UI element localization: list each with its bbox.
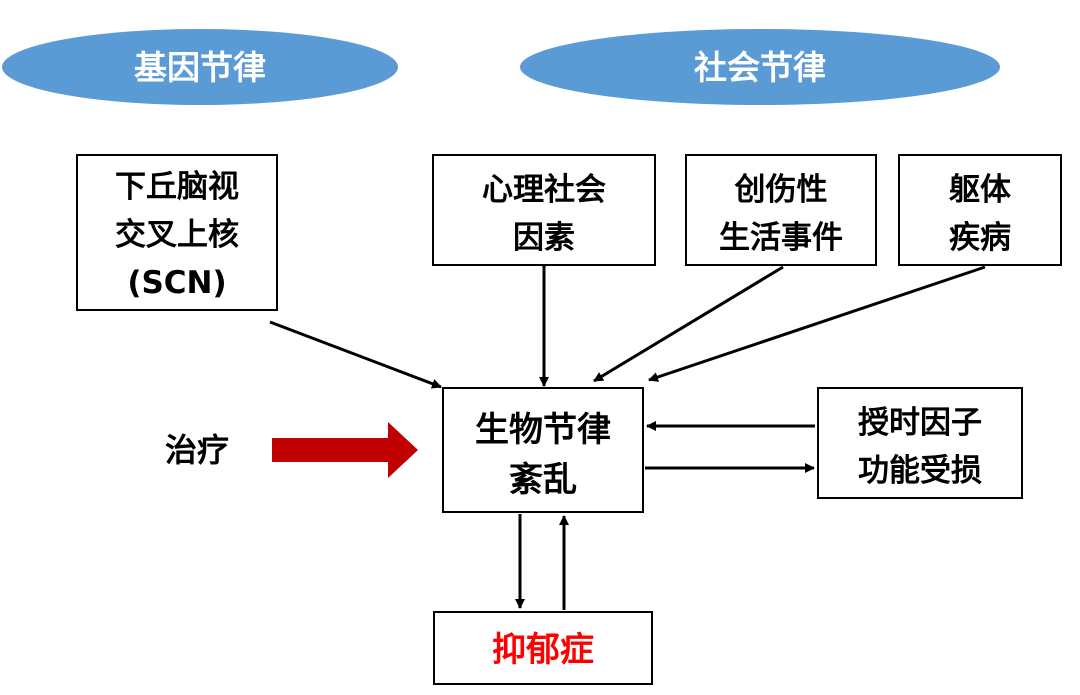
psychosocial-line-1: 心理社会	[482, 172, 606, 208]
scn-line-2: 交叉上核	[115, 217, 239, 253]
box-zeitgeber-impairment: 授时因子 功能受损	[817, 387, 1023, 499]
treatment-arrow	[272, 422, 418, 478]
box-scn: 下丘脑视 交叉上核 (SCN)	[76, 154, 278, 311]
scn-line-3: (SCN)	[127, 265, 226, 301]
somatic-line-1: 躯体	[949, 172, 1011, 208]
arrow-scn-to-center	[269, 320, 442, 389]
center-line-2: 紊乱	[509, 460, 577, 500]
psychosocial-line-2: 因素	[513, 220, 575, 256]
arrow-trauma-to-center	[593, 265, 784, 383]
box-traumatic-events: 创伤性 生活事件	[685, 154, 877, 266]
ellipse-gene-rhythm: 基因节律	[2, 29, 398, 105]
traumatic-line-1: 创伤性	[734, 172, 828, 208]
box-somatic-disease: 躯体 疾病	[898, 154, 1062, 266]
box-depression: 抑郁症	[433, 611, 653, 685]
scn-line-1: 下丘脑视	[115, 169, 239, 205]
gene-rhythm-label: 基因节律	[134, 48, 266, 87]
box-circadian-disruption: 生物节律 紊乱	[442, 387, 644, 513]
depression-label: 抑郁症	[492, 630, 594, 670]
ellipse-social-rhythm: 社会节律	[520, 29, 1000, 105]
center-line-1: 生物节律	[475, 410, 611, 450]
arrow-somatic-to-center	[648, 265, 986, 382]
treatment-label: 治疗	[165, 431, 229, 469]
somatic-line-2: 疾病	[949, 220, 1011, 256]
traumatic-line-2: 生活事件	[719, 220, 843, 256]
zeitgeber-line-2: 功能受损	[858, 453, 982, 489]
box-psychosocial: 心理社会 因素	[432, 154, 656, 266]
zeitgeber-line-1: 授时因子	[858, 405, 982, 441]
social-rhythm-label: 社会节律	[694, 48, 826, 87]
